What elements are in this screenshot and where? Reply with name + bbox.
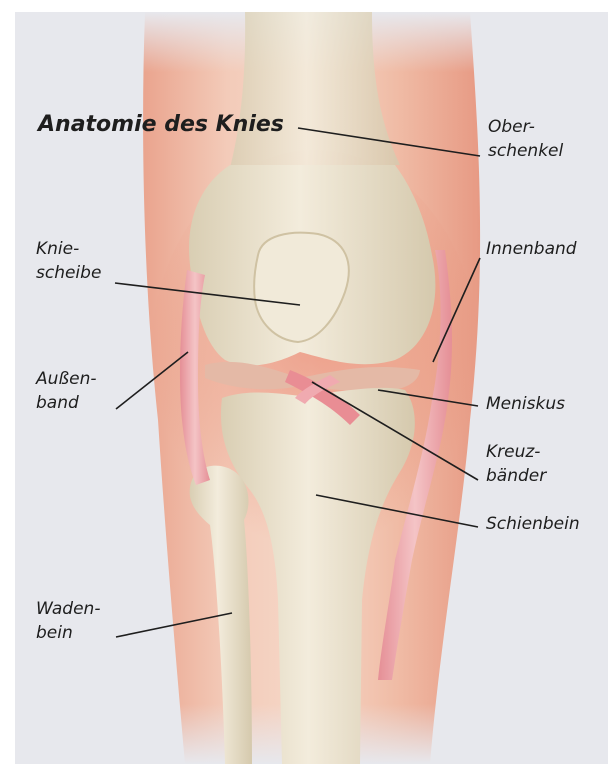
leader-kreuzbaender <box>312 382 478 480</box>
leader-schienbein <box>316 495 478 527</box>
leader-wadenbein <box>116 613 232 637</box>
leader-aussenband <box>116 352 188 409</box>
leader-kniescheibe <box>115 283 300 305</box>
leader-oberschenkel <box>298 128 480 156</box>
leader-innenband <box>433 258 480 362</box>
leader-meniskus <box>378 390 478 406</box>
